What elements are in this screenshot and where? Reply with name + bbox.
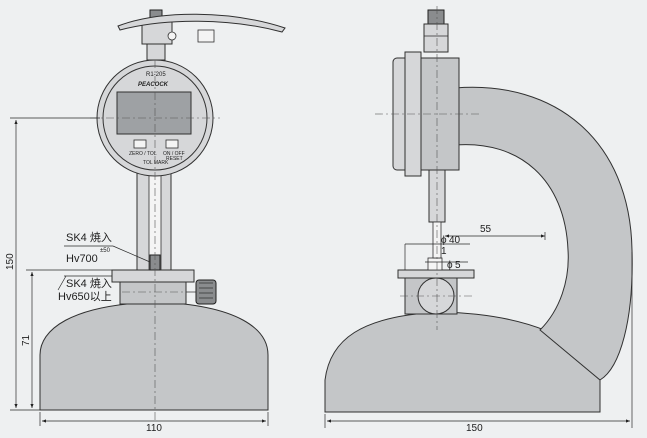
svg-text:Hv650以上: Hv650以上: [58, 290, 112, 303]
svg-text:±50: ±50: [100, 248, 111, 254]
front-model-label: R1-205: [146, 72, 166, 78]
front-dim-height-table: 71: [21, 334, 32, 346]
side-dia-symbol-5: ϕ: [447, 260, 453, 271]
side-view: 55 ϕ 40 1 ϕ 5 150: [324, 6, 633, 434]
svg-text:Hv700: Hv700: [66, 253, 98, 265]
note-anvil: SK4 焼入 Hv650以上: [57, 275, 112, 303]
front-lifting-lever[interactable]: [117, 13, 286, 33]
note-contact-point: SK4 焼入 ±50 Hv700: [64, 231, 151, 265]
front-base-dome: [39, 301, 269, 411]
svg-text:SK4 焼入: SK4 焼入: [66, 277, 112, 290]
front-reset-label: RESET: [166, 156, 183, 162]
svg-text:SK4 焼入: SK4 焼入: [66, 231, 112, 244]
side-dim-anvil-sub: 1: [441, 246, 447, 257]
front-view: R1-205 PEACOCK ZERO / TOL ON / OFF RESET…: [5, 9, 286, 434]
front-table-neck: [119, 281, 187, 305]
front-lever-clamp: [197, 29, 215, 43]
front-tol-label: TOL MARK: [143, 160, 169, 166]
front-button-left-label: ZERO / TOL: [129, 151, 157, 157]
side-dim-reach: 55: [480, 224, 492, 235]
front-button-left[interactable]: [133, 139, 147, 149]
side-dia-symbol-40: ϕ: [441, 235, 447, 246]
front-lcd-screen: [116, 91, 192, 135]
side-lever-top: [427, 9, 445, 25]
front-lever-mount: [141, 21, 173, 45]
front-dim-width: 110: [146, 423, 162, 434]
side-anvil-table: [397, 269, 475, 279]
side-dim-anvil-dia: 40: [449, 235, 461, 246]
side-dim-contact-dia: 5: [455, 260, 461, 271]
side-c-arm: [454, 86, 633, 381]
front-button-right-label: ON / OFF: [163, 151, 185, 157]
front-anvil-table: [111, 269, 195, 283]
front-button-right[interactable]: [165, 139, 179, 149]
front-dim-height-total: 150: [5, 253, 16, 270]
front-brand-label: PEACOCK: [138, 82, 169, 88]
side-dim-width: 150: [466, 423, 483, 434]
front-clamp-knob: [195, 279, 217, 305]
